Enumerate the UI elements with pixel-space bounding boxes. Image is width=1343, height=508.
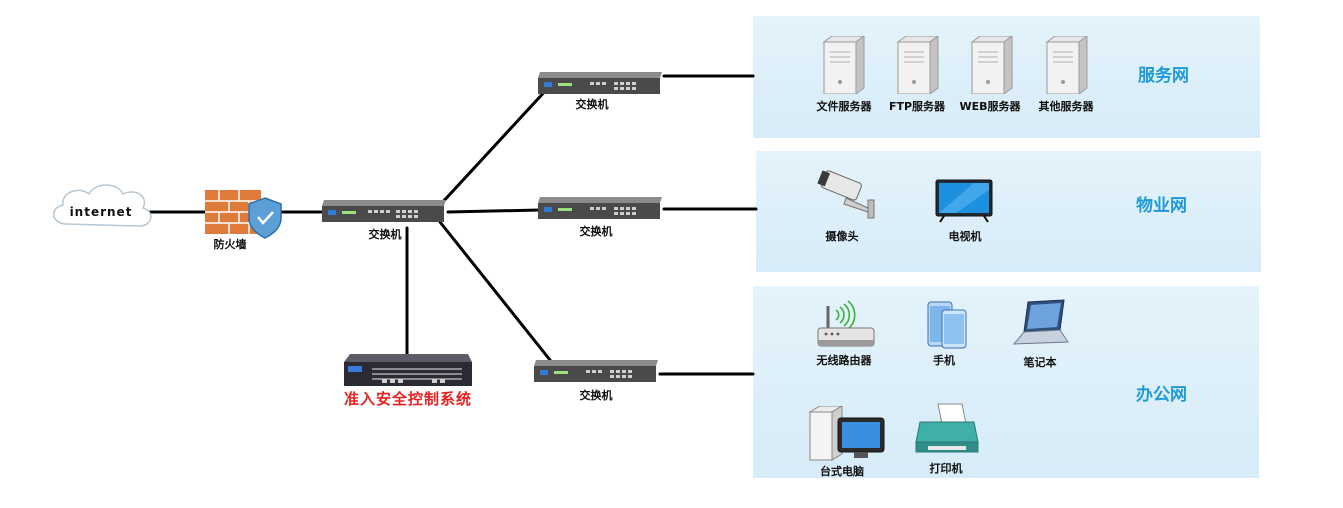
switch-property [534, 197, 664, 223]
firewall-label: 防火墙 [213, 238, 247, 251]
server-icon [1045, 35, 1089, 95]
switch-office-label: 交换机 [579, 389, 613, 402]
service-network-title: 服务网 [1138, 66, 1189, 86]
wireless-router [812, 300, 876, 356]
switch-icon [322, 200, 446, 222]
ftp-server [894, 35, 940, 98]
printer [912, 402, 982, 462]
laptop-icon [1012, 299, 1069, 345]
laptop-label: 笔记本 [1023, 356, 1057, 369]
camera [816, 170, 882, 228]
desktop-computer-label: 台式电脑 [820, 465, 864, 478]
tv-icon [935, 179, 993, 223]
switch-service [534, 72, 664, 98]
router-icon [817, 300, 875, 347]
desktop-computer [806, 405, 890, 468]
television [934, 178, 994, 228]
file-server [820, 35, 866, 98]
wireless-router-label: 无线路由器 [816, 354, 872, 367]
other-server [1043, 35, 1089, 98]
switch-icon [538, 72, 662, 94]
nac-appliance [342, 354, 472, 388]
link-core-switch2 [446, 208, 542, 214]
switch-icon [534, 360, 658, 382]
printer-label: 打印机 [929, 462, 963, 475]
camera-icon [817, 170, 875, 219]
file-server-label: 文件服务器 [816, 100, 872, 113]
property-network-title: 物业网 [1136, 196, 1187, 216]
appliance-icon [344, 354, 472, 386]
desktop-icon [808, 405, 885, 461]
phone-icon [927, 301, 967, 349]
firewall-icon [205, 190, 282, 239]
switch-office [530, 360, 660, 386]
server-icon [970, 35, 1014, 95]
link-core-switch1 [438, 86, 550, 207]
camera-label: 摄像头 [825, 230, 859, 243]
television-label: 电视机 [948, 230, 982, 243]
server-icon [896, 35, 940, 95]
link-core-switch3 [438, 220, 556, 367]
phone [926, 300, 970, 354]
office-network-title: 办公网 [1136, 385, 1187, 405]
nac-label: 准入安全控制系统 [343, 390, 473, 408]
ftp-server-label: FTP服务器 [888, 100, 946, 113]
switch-property-label: 交换机 [579, 225, 613, 238]
switch-service-label: 交换机 [575, 98, 609, 111]
core-switch-label: 交换机 [368, 228, 402, 241]
core-switch [318, 200, 448, 226]
switch-icon [538, 197, 662, 219]
other-server-label: 其他服务器 [1038, 100, 1094, 113]
web-server [968, 35, 1014, 98]
laptop [1010, 298, 1070, 354]
internet-label: internet [69, 205, 133, 219]
internet-cloud [45, 178, 157, 238]
server-icon [822, 35, 866, 95]
printer-icon [915, 403, 979, 453]
phone-label: 手机 [933, 354, 955, 367]
web-server-label: WEB服务器 [959, 100, 1021, 113]
firewall [205, 190, 283, 242]
property-network-zone [756, 151, 1261, 272]
cloud-icon [53, 184, 152, 227]
